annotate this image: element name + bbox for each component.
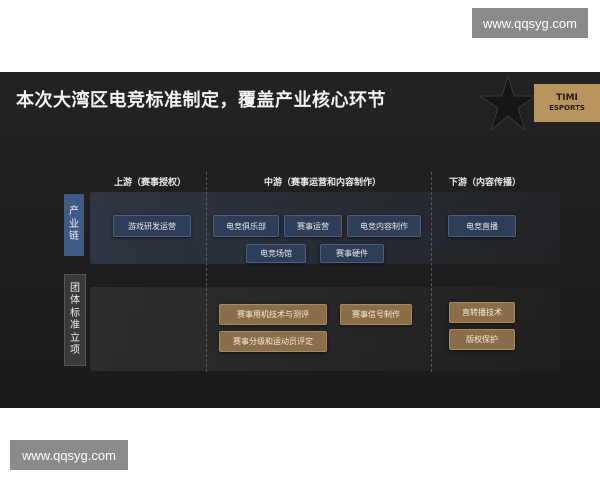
watermark-bottom: www.qqsyg.com (10, 440, 128, 470)
row-label-char: 业 (69, 218, 79, 230)
row-label-industry-chain: 产 业 链 (64, 194, 84, 256)
box-grading-rating: 赛事分级和运动员评定 (219, 331, 327, 352)
row-label-char: 产 (69, 206, 79, 218)
box-esports-club: 电竞俱乐部 (213, 215, 279, 237)
row-label-char: 体 (70, 295, 80, 306)
brand-line-1: TIMI (556, 93, 578, 104)
box-game-dev: 游戏研发运营 (113, 215, 191, 237)
row-label-group-standards: 团 体 标 准 立 项 (64, 274, 86, 366)
slide: 本次大湾区电竞标准制定，覆盖产业核心环节 TIMI ESPORTS 上游（赛事授… (0, 72, 600, 408)
box-esports-live: 电竞直播 (448, 215, 516, 237)
column-divider (206, 172, 207, 372)
box-device-testing: 赛事用机技术与测评 (219, 304, 327, 325)
row-label-char: 立 (70, 332, 80, 344)
slide-title: 本次大湾区电竞标准制定，覆盖产业核心环节 (16, 90, 386, 111)
column-header-downstream: 下游（内容传播） (448, 178, 521, 188)
watermark-top: www.qqsyg.com (472, 8, 588, 38)
row-label-char: 项 (70, 345, 80, 356)
brand-line-2: ESPORTS (549, 104, 585, 113)
column-divider (431, 172, 432, 372)
box-esports-venue: 电竞场馆 (246, 244, 306, 263)
box-signal-production: 赛事信号制作 (340, 304, 412, 325)
box-event-ops: 赛事运营 (284, 215, 342, 237)
box-content-production: 电竞内容制作 (347, 215, 421, 237)
row-label-char: 准 (70, 320, 80, 331)
box-broadcast-tech: 直转播技术 (449, 302, 515, 323)
box-event-hardware: 赛事硬件 (320, 244, 384, 263)
column-header-upstream: 上游（赛事授权） (113, 178, 186, 188)
row-label-char: 团 (70, 282, 80, 294)
box-copyright: 版权保护 (449, 329, 515, 350)
row-label-char: 标 (70, 307, 80, 319)
row-label-char: 链 (69, 231, 79, 243)
star-icon (478, 74, 538, 132)
column-header-midstream: 中游（赛事运营和内容制作） (263, 178, 381, 188)
brand-logo: TIMI ESPORTS (534, 84, 600, 122)
